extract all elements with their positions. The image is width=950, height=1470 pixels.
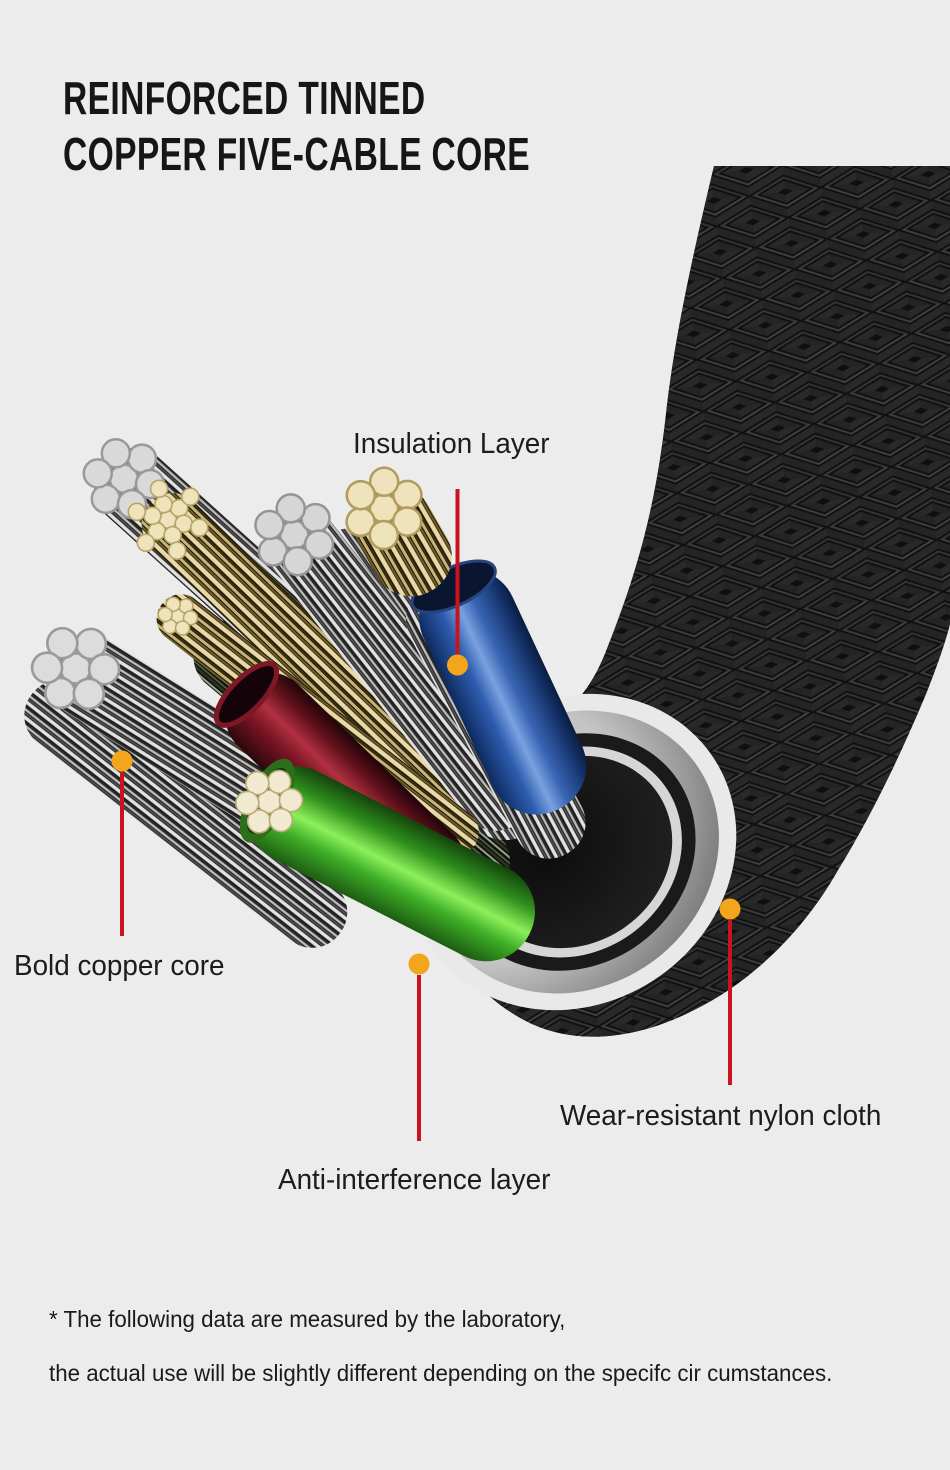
footnote-line1: * The following data are measured by the… (49, 1306, 566, 1332)
shield-strand-bundle (24, 679, 348, 948)
insulation-tip-copper-bundle (328, 454, 452, 597)
callout-markers (111, 489, 741, 1141)
page-title-line1: REINFORCED TINNED (63, 72, 426, 124)
callout-label-bold-copper-core: Bold copper core (14, 950, 225, 982)
footnote-line2: the actual use will be slightly differen… (49, 1360, 833, 1386)
callout-dot-bold-copper-core (111, 750, 133, 772)
page-title-line2: COPPER FIVE-CABLE CORE (63, 128, 531, 180)
callout-dot-anti-interference (408, 953, 430, 975)
callout-label-insulation-layer: Insulation Layer (353, 428, 550, 460)
tinned-copper-bundle (237, 479, 534, 831)
fine-copper-bundle (112, 464, 495, 836)
callout-label-wear-resistant-nylon-cloth: Wear-resistant nylon cloth (560, 1100, 882, 1132)
page-title: REINFORCED TINNED COPPER FIVE-CABLE CORE (63, 70, 530, 182)
wire-blue (410, 559, 587, 815)
inner-wires (17, 422, 587, 962)
wire-green (226, 757, 535, 962)
callout-label-anti-interference-layer: Anti-interference layer (278, 1164, 551, 1196)
callout-dot-insulation-layer (447, 654, 468, 676)
callout-dot-wear-resistant (719, 898, 741, 920)
footnote: * The following data are measured by the… (49, 1292, 832, 1400)
